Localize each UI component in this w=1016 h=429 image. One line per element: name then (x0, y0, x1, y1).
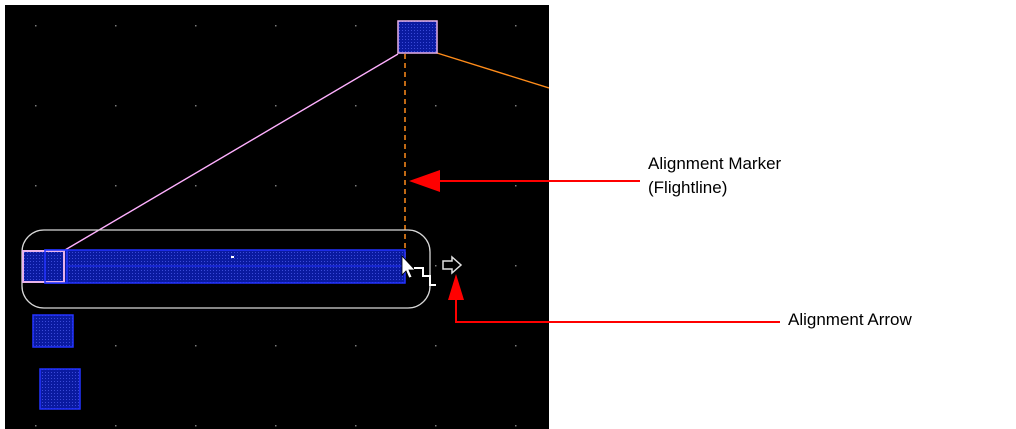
grid-dot (195, 105, 197, 107)
grid-dot (275, 185, 277, 187)
alignment-marker-label: Alignment Marker (648, 154, 782, 173)
grid-dot (115, 185, 117, 187)
pointer-cursor-icon (401, 254, 416, 279)
grid-dot (115, 345, 117, 347)
grid-dot (195, 185, 197, 187)
grid-dot (515, 185, 517, 187)
instance-origin-marker (231, 256, 234, 258)
alignment-arrow-icon[interactable] (442, 255, 463, 275)
grid-dot (115, 105, 117, 107)
grid-dot (355, 105, 357, 107)
callout-arrow-alignment (448, 274, 780, 323)
instance-lower-1[interactable] (32, 314, 74, 348)
connection-line-right (436, 52, 549, 89)
top-instance[interactable] (397, 20, 438, 54)
grid-dot (515, 265, 517, 267)
grid-dot (435, 265, 437, 267)
grid-dot (195, 25, 197, 27)
alignment-arrow-label: Alignment Arrow (788, 310, 912, 329)
grid-dot (35, 105, 37, 107)
grid-dot (115, 25, 117, 27)
step-cursor-icon (414, 267, 436, 286)
grid-dot (355, 345, 357, 347)
grid-dot (355, 25, 357, 27)
grid-dot (515, 105, 517, 107)
grid-dot (435, 345, 437, 347)
grid-dot (35, 425, 37, 427)
grid-dot (275, 345, 277, 347)
grid-dot (435, 105, 437, 107)
grid-dot (515, 25, 517, 27)
layout-canvas[interactable] (5, 5, 549, 429)
grid-dot (355, 185, 357, 187)
grid-dot (515, 425, 517, 427)
grid-dot (195, 345, 197, 347)
grid-dot (115, 425, 117, 427)
grid-dot (435, 425, 437, 427)
instance-lower-2[interactable] (39, 368, 81, 410)
grid-dot (35, 185, 37, 187)
callout-arrow-marker (409, 170, 640, 192)
connection-line (64, 53, 399, 251)
grid-dot (275, 105, 277, 107)
grid-dot (35, 25, 37, 27)
flightline-label: (Flightline) (648, 178, 728, 197)
grid-dot (195, 425, 197, 427)
left-instance[interactable] (22, 250, 65, 283)
grid-dot (275, 25, 277, 27)
grid-dot (515, 345, 517, 347)
left-instance-overlap (44, 249, 68, 284)
layout-view (21, 20, 549, 427)
grid-dot (275, 425, 277, 427)
grid-dot (355, 425, 357, 427)
